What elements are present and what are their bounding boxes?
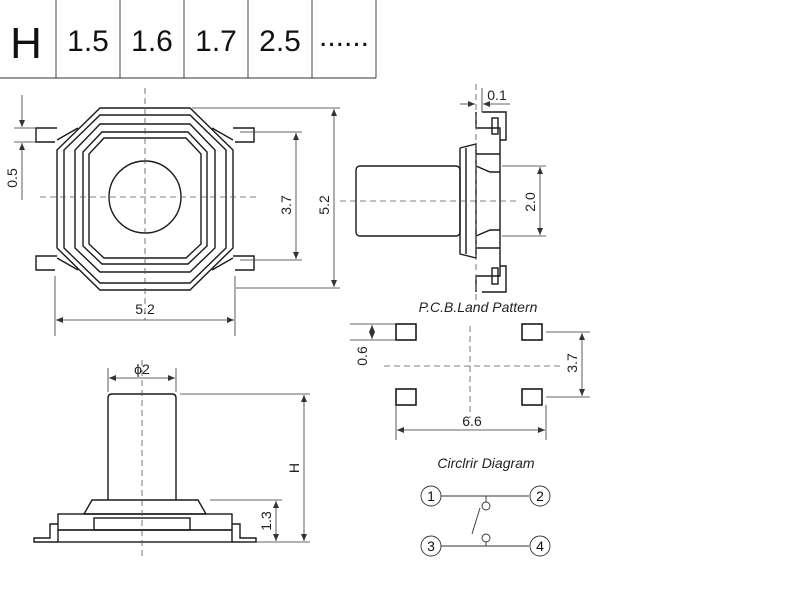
- front-view: [33, 360, 257, 560]
- table-value-cell: 2.5: [259, 25, 301, 58]
- pin-label: 3: [427, 538, 435, 554]
- land-pad: [395, 388, 417, 406]
- pin-1: 1: [420, 485, 442, 507]
- dim-pitch-horizontal: 6.6: [462, 413, 482, 429]
- dim-actuator-diameter: ϕ2: [134, 361, 150, 377]
- circuit-title: Circlrir Diagram: [437, 455, 535, 471]
- circuit-diagram: Circlrir Diagram 1 2 3 4: [420, 455, 551, 557]
- table-value-cell: 1.7: [195, 25, 237, 58]
- dim-base-height: 1.3: [258, 511, 274, 531]
- dim-pitch-vertical: 3.7: [564, 353, 580, 373]
- side-view: [340, 84, 520, 300]
- pin-label: 1: [427, 488, 435, 504]
- front-view-dimensions: ϕ2 H 1.3: [107, 361, 310, 543]
- dim-pin-width: 0.5: [4, 168, 20, 188]
- dim-height-variable: H: [286, 463, 302, 473]
- top-view-dimensions: 0.5 3.7 5.2 5.2: [4, 95, 340, 336]
- table-value-cell: 1.6: [131, 25, 173, 58]
- dim-inner-square: 3.7: [278, 195, 294, 215]
- top-view: [35, 88, 258, 320]
- dim-pad-size: 0.6: [354, 346, 370, 366]
- pin-label: 2: [536, 488, 544, 504]
- height-table: H 1.5 1.6 1.7 2.5 ......: [0, 0, 377, 79]
- table-value-cell: 1.5: [67, 25, 109, 58]
- table-header-cell: H: [10, 19, 42, 68]
- pin-4: 4: [529, 535, 551, 557]
- land-pattern: P.C.B.Land Pattern 0.6 3.7 6.6: [350, 299, 590, 440]
- side-view-dimensions: 0.1 2.0: [460, 87, 546, 237]
- pin-3: 3: [420, 535, 442, 557]
- land-pad: [395, 323, 417, 341]
- land-pattern-title: P.C.B.Land Pattern: [419, 299, 538, 315]
- land-pad: [521, 388, 543, 406]
- dim-outer-height: 5.2: [316, 195, 332, 215]
- dim-outer-width: 5.2: [135, 301, 155, 317]
- table-value-cell: ......: [319, 20, 369, 53]
- land-pad: [521, 323, 543, 341]
- dim-side-actuator: 2.0: [522, 192, 538, 212]
- pin-2: 2: [529, 485, 551, 507]
- pin-label: 4: [536, 538, 544, 554]
- dim-side-offset: 0.1: [487, 87, 507, 103]
